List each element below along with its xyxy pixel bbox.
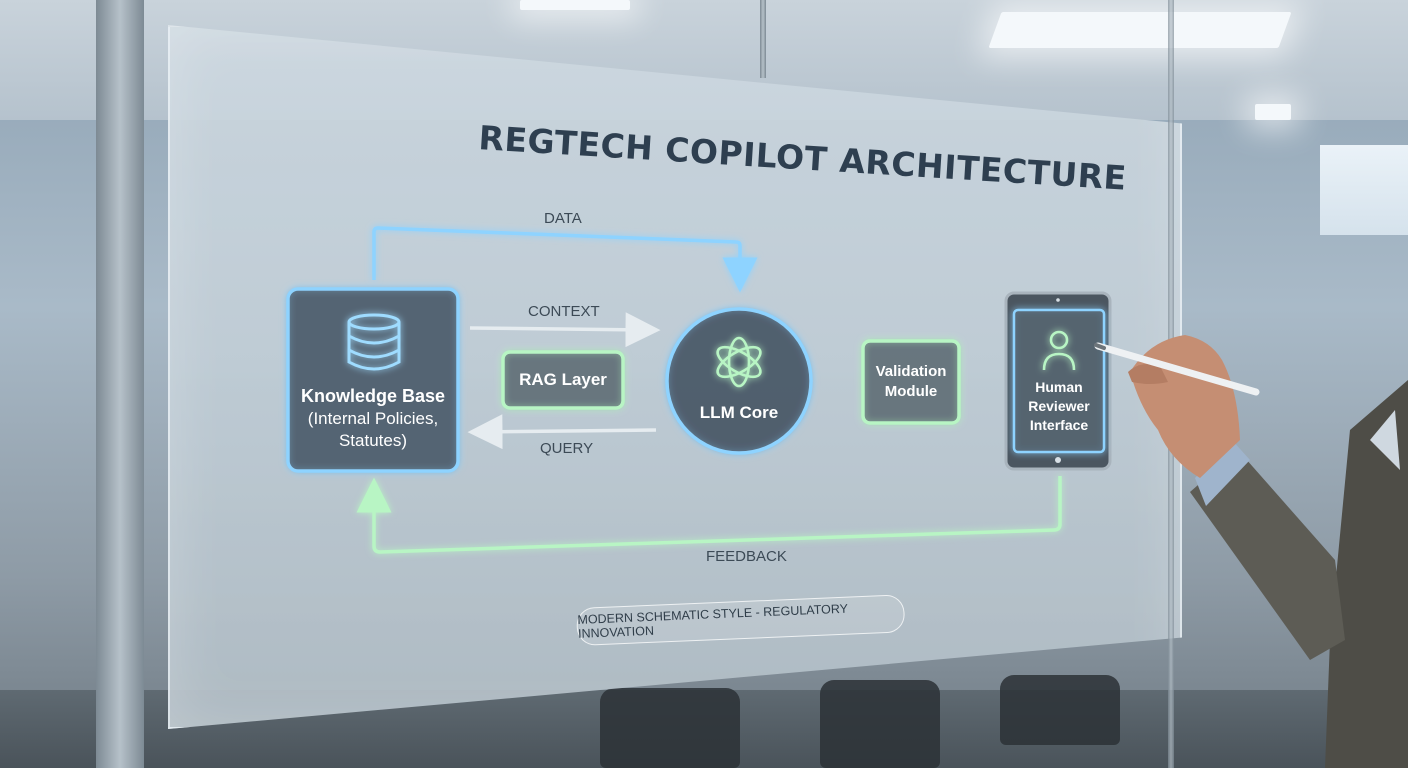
- rag-layer-label: RAG Layer: [519, 370, 607, 389]
- glass-frame-column: [96, 0, 144, 768]
- llm-core-circle: [665, 307, 813, 455]
- context-arrow: [469, 312, 661, 348]
- ceiling-light: [520, 0, 630, 10]
- tablet-camera: [1056, 298, 1060, 302]
- reviewer-label-line1: Human: [1035, 379, 1083, 395]
- stylus-tip: [1094, 343, 1106, 350]
- presenter-sleeve: [1190, 450, 1345, 660]
- stylus: [1094, 342, 1260, 396]
- database-icon: [347, 313, 401, 371]
- edge-label-query: QUERY: [540, 440, 594, 457]
- query-arrow: [467, 414, 657, 450]
- reviewer-label-line3: Interface: [1029, 417, 1089, 433]
- tablet-home-button: [1055, 457, 1061, 463]
- office-chair: [600, 688, 740, 768]
- reviewer-label-line2: Reviewer: [1028, 398, 1090, 414]
- glass-frame-rod: [760, 0, 766, 78]
- office-chair: [820, 680, 940, 768]
- data-arrow: [372, 226, 758, 293]
- presenter-shirt-cuff: [1195, 440, 1250, 506]
- llm-core-label: LLM Core: [699, 403, 779, 422]
- validation-label-line2: Module: [884, 383, 938, 400]
- knowledge-base-subtitle-line2: Statutes): [338, 431, 408, 450]
- office-chair: [1000, 675, 1120, 745]
- ceiling-light: [1255, 104, 1291, 120]
- edge-label-context: CONTEXT: [528, 303, 600, 320]
- knowledge-base-box: [286, 287, 460, 473]
- knowledge-base-subtitle-line1: (Internal Policies,: [307, 409, 439, 428]
- background-window: [1320, 145, 1408, 235]
- feedback-arrow: [356, 476, 1062, 554]
- rag-layer-box: [501, 350, 625, 410]
- knowledge-base-title: Knowledge Base: [300, 386, 446, 406]
- validation-label-line1: Validation: [875, 363, 947, 380]
- reviewer-screen: [1012, 308, 1106, 454]
- ai-knot-icon: [716, 336, 762, 388]
- presenter-jacket: [1325, 380, 1408, 768]
- edge-label-feedback: FEEDBACK: [706, 548, 787, 565]
- presenter-shirt-collar: [1370, 410, 1400, 470]
- validation-module-box: [861, 339, 961, 425]
- person-icon: [1042, 330, 1076, 371]
- presenter-finger: [1128, 364, 1168, 384]
- edge-label-data: DATA: [544, 210, 582, 227]
